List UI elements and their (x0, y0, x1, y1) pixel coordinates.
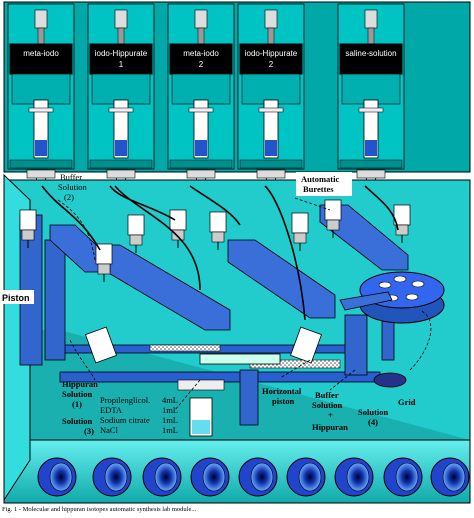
grid-label: Grid (398, 397, 416, 407)
syringe-holder (291, 212, 309, 251)
solution-3-label: Solution (3) (62, 416, 94, 436)
syringe-holder (169, 209, 187, 248)
syringe-holder (324, 199, 342, 238)
syringe-label: meta-iodo (183, 49, 219, 58)
hippuran-solution-1-label: Hippuran Solution (1) (62, 379, 98, 409)
front-wheels (37, 457, 470, 497)
piston-label: Piston (0, 290, 34, 304)
svg-text:Solution: Solution (62, 416, 93, 426)
svg-text:Automatic: Automatic (301, 174, 339, 184)
svg-text:Burettes: Burettes (303, 184, 334, 194)
wheel (37, 457, 77, 497)
syringe-holder (209, 211, 227, 250)
syringe-unit: iodo-Hippurate 1 (87, 3, 155, 189)
svg-text:Hippuran: Hippuran (62, 379, 98, 389)
base-floor-shade (4, 330, 470, 440)
svg-text:Buffer: Buffer (60, 172, 82, 182)
svg-text:Grid: Grid (398, 397, 416, 407)
svg-text:Hippuran: Hippuran (312, 422, 348, 432)
syringe-holder (19, 209, 37, 248)
composition-item: Sodium citrate (100, 415, 150, 425)
solution-4-label: Solution (4) (358, 407, 389, 427)
svg-text:(4): (4) (368, 417, 378, 427)
syringe-index: 2 (199, 60, 204, 69)
wheel (92, 457, 132, 497)
svg-text:Solution: Solution (58, 182, 88, 192)
svg-text:(1): (1) (72, 399, 82, 409)
svg-text:piston: piston (272, 396, 294, 406)
svg-text:(2): (2) (64, 192, 74, 202)
svg-text:(3): (3) (84, 426, 94, 436)
syringe-index: 1 (119, 60, 124, 69)
horizontal-piston-label: Horizontal piston (262, 386, 302, 406)
arm-middle (227, 239, 336, 319)
rail-pattern-left (149, 344, 221, 352)
wheel (334, 457, 374, 497)
syringe-holder (393, 204, 411, 243)
diagonal-arms (49, 204, 409, 331)
composition-amount: 1mL (162, 425, 178, 435)
wheel (142, 457, 182, 497)
svg-text:Horizontal: Horizontal (262, 386, 302, 396)
wheel (383, 457, 423, 497)
svg-text:Buffer: Buffer (315, 390, 339, 400)
composition-item: Propilenglicol. (100, 395, 150, 405)
leader-lines (57, 197, 432, 411)
syringe-unit: iodo-Hippurate 2 (237, 3, 305, 189)
syringe-holder (127, 214, 145, 253)
vials (85, 326, 322, 437)
column (344, 314, 368, 376)
tubing (41, 185, 399, 321)
syringe-unit: saline-solution (337, 3, 405, 189)
svg-text:Solution: Solution (62, 389, 93, 399)
syringe-holders (19, 199, 411, 282)
column (239, 369, 259, 426)
syringe-label: saline-solution (345, 49, 396, 58)
wheel (238, 457, 278, 497)
automatic-burettes-label: Automatic Burettes (296, 172, 352, 196)
syringe-label: iodo-Hippurate (245, 49, 298, 58)
svg-text:Piston: Piston (2, 293, 30, 303)
wheel (190, 457, 230, 497)
composition-table: Propilenglicol. 4mL EDTA 1mL Sodium citrate 1… (100, 395, 178, 435)
svg-text:Solution: Solution (358, 407, 389, 417)
arm-right (319, 204, 409, 271)
carousel (339, 271, 445, 388)
composition-item: EDTA (100, 405, 123, 415)
composition-item: NaCl (100, 425, 119, 435)
syringe-label: meta-iodo (23, 49, 59, 58)
horizontal-piston-body (199, 353, 281, 365)
wheel (286, 457, 326, 497)
composition-amount: 4mL (162, 395, 178, 405)
svg-text:Solution: Solution (312, 400, 343, 410)
syringe-unit: meta-iodo (7, 3, 75, 189)
composition-amount: 1mL (162, 415, 178, 425)
syringe-index: 2 (269, 60, 274, 69)
column (44, 239, 66, 361)
buffer-hippuran-label: Buffer Solution + Hippuran (312, 390, 348, 432)
figure-caption: Fig. 1 - Molecular and hippuran isotopes… (2, 506, 197, 513)
syringe-unit: meta-iodo 2 (167, 3, 235, 189)
svg-text:+: + (328, 410, 333, 420)
buffer-solution-2-label: Buffer Solution (2) (58, 172, 88, 202)
wheel (430, 457, 470, 497)
composition-amount: 1mL (162, 405, 178, 415)
syringe-label: iodo-Hippurate (95, 49, 148, 58)
